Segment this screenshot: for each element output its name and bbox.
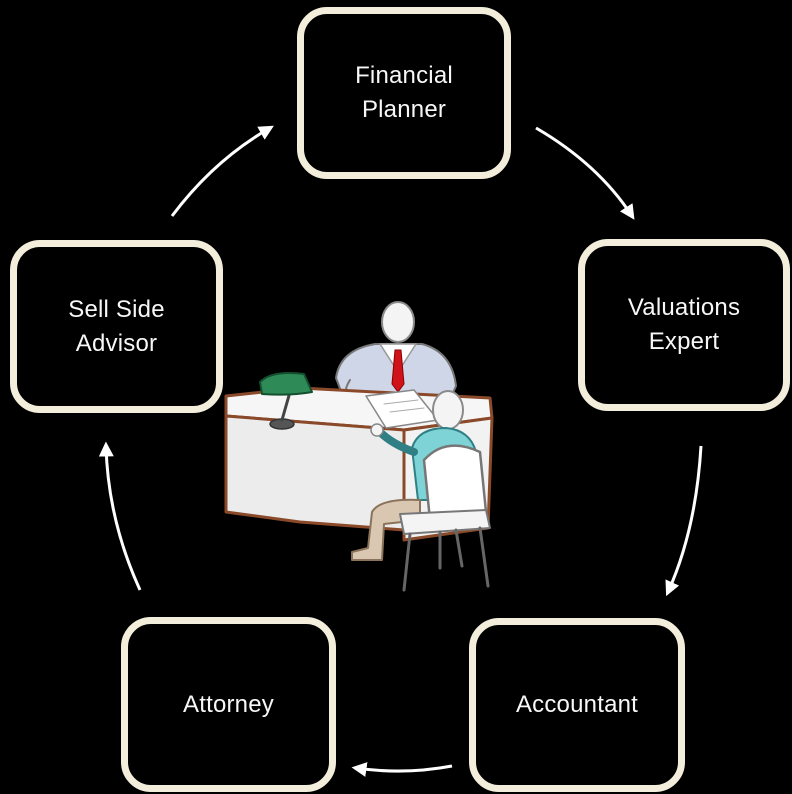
node-label-line: Attorney (183, 690, 274, 718)
client-seated (351, 390, 491, 592)
node-valuations-expert: Valuations Expert (578, 239, 790, 411)
node-accountant: Accountant (469, 618, 685, 792)
arrow-advisor-to-planner (170, 125, 274, 217)
node-sell-side-advisor: Sell Side Advisor (10, 240, 223, 413)
node-label-line: Financial (355, 62, 453, 89)
node-label-line: Advisor (75, 329, 158, 357)
node-financial-planner: Financial Planner (297, 7, 511, 179)
node-attorney: Attorney (121, 617, 336, 792)
node-label-line: Expert (648, 328, 720, 355)
node-label-line: Valuations (627, 294, 741, 321)
arrow-valuations-to-accountant (665, 445, 703, 597)
node-label-line: Sell Side (68, 295, 165, 323)
arrow-planner-to-valuations (535, 126, 635, 220)
desk-lamp (259, 372, 313, 430)
arrow-attorney-to-advisor (98, 441, 142, 591)
arrow-accountant-to-attorney (351, 762, 453, 777)
node-label-line: Accountant (515, 691, 639, 718)
node-label-line: Planner (361, 96, 447, 123)
